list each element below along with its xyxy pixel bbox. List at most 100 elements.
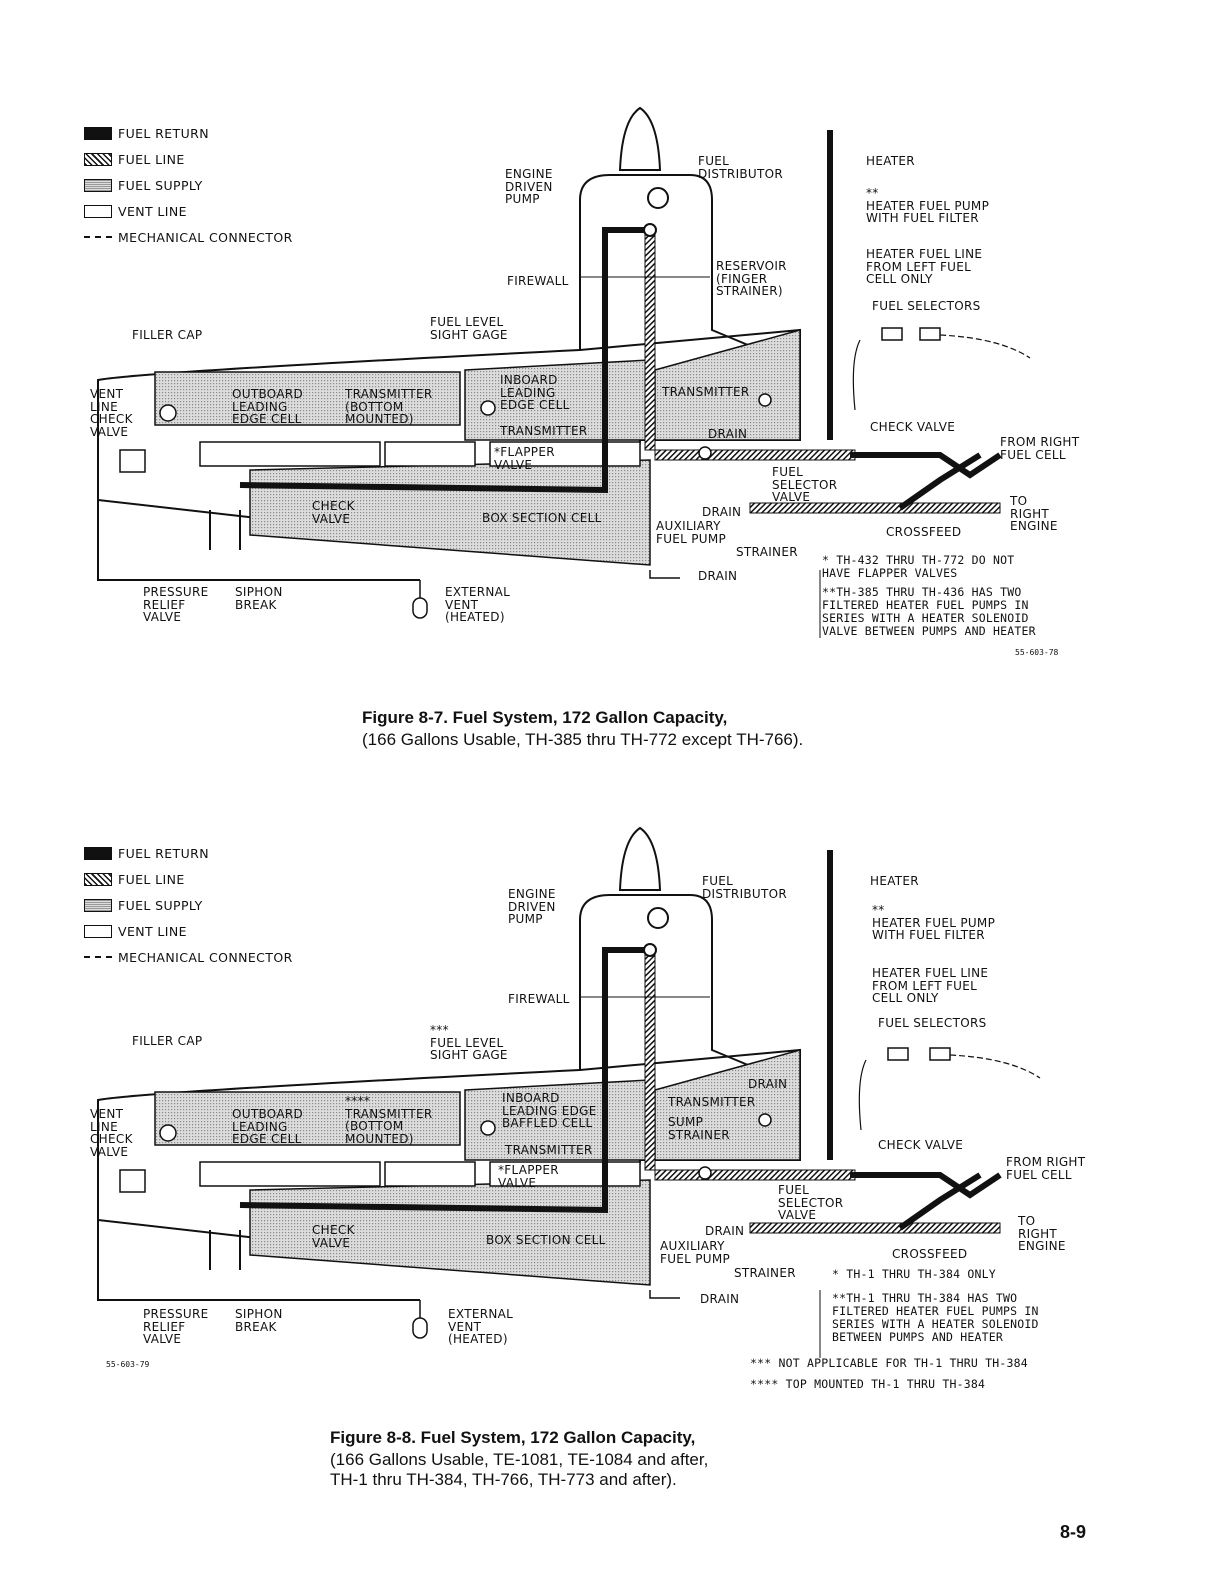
label-drain-bottom: DRAIN [700,1292,740,1306]
page-number: 8-9 [1060,1522,1087,1542]
note-sight-gage: *** NOT APPLICABLE FOR TH-1 THRU TH-384 [750,1356,1028,1370]
label-fuel-selectors: FUEL SELECTORS [872,299,981,313]
label-outboard-cell: OUTBOARD LEADING EDGE CELL [232,1107,304,1146]
label-filler-cap: FILLER CAP [132,328,203,342]
label-siphon-break: SIPHON BREAK [235,585,283,612]
label-transmitter-right: TRANSMITTER [662,385,750,399]
label-flapper-valve: *FLAPPER VALVE [494,445,555,472]
swatch-fuel-line [84,872,112,886]
figure-caption-title: Figure 8-7. Fuel System, 172 Gallon Capa… [362,708,728,727]
label-check-valve-box: CHECK VALVE [312,499,355,526]
label-check-valve-box: CHECK VALVE [312,1223,355,1250]
label-heater-fuel-line: HEATER FUEL LINE FROM LEFT FUEL CELL ONL… [872,966,989,1005]
swatch-fuel-return [84,126,112,140]
label-drain-right: DRAIN [708,427,748,441]
label-flapper-valve: *FLAPPER VALVE [498,1163,559,1190]
label-external-vent: EXTERNAL VENT (HEATED) [448,1307,514,1346]
swatch-vent-line [84,204,112,218]
label-drain-bottom: DRAIN [698,569,738,583]
label-heater: HEATER [866,154,915,168]
crossfeed-lines [850,1172,1002,1231]
legend-item: FUEL LINE [84,146,293,172]
label-inboard-cell: INBOARD LEADING EDGE BAFFLED CELL [502,1091,597,1130]
fuel-line-horizontal [654,449,856,461]
label-transmitter-right: TRANSMITTER [668,1095,756,1109]
label-filler-cap: FILLER CAP [132,1034,203,1048]
label-crossfeed: CROSSFEED [886,525,962,539]
label-crossfeed: CROSSFEED [892,1247,968,1261]
legend-item: FUEL RETURN [84,120,293,146]
fuel-return-line [239,947,650,1214]
swatch-fuel-line [84,152,112,166]
fuel-line-vertical [644,949,656,1171]
swatch-fuel-supply [84,178,112,192]
label-fuel-selectors: FUEL SELECTORS [878,1016,987,1030]
label-transmitter-bottom: **** TRANSMITTER (BOTTOM MOUNTED) [345,1094,433,1146]
figure-caption-subtitle: (166 Gallons Usable, TE-1081, TE-1084 an… [330,1450,709,1489]
propeller-spinner [618,826,662,891]
label-heater-fuel-line: HEATER FUEL LINE FROM LEFT FUEL CELL ONL… [866,247,983,286]
note-heater-pumps: **TH-1 THRU TH-384 HAS TWO FILTERED HEAT… [832,1291,1039,1344]
outboard-cell [154,371,461,426]
label-firewall: FIREWALL [507,274,569,288]
label-engine-driven-pump: ENGINE DRIVEN PUMP [508,887,556,926]
label-drain-mid: DRAIN [705,1224,745,1238]
swatch-mechanical-connector [84,236,112,238]
label-heater: HEATER [870,874,919,888]
note-heater-pumps: **TH-385 THRU TH-436 HAS TWO FILTERED HE… [822,585,1036,638]
label-box-section-cell: BOX SECTION CELL [482,511,602,525]
propeller-spinner [618,106,662,171]
ref-code: 55-603-79 [106,1360,150,1369]
label-heater-fuel-pump: ** HEATER FUEL PUMP WITH FUEL FILTER [866,186,990,225]
label-outboard-cell: OUTBOARD LEADING EDGE CELL [232,387,304,426]
label-auxiliary-fuel-pump: AUXILIARY FUEL PUMP [660,1239,731,1266]
fuel-system-diagram [97,106,1031,638]
label-strainer: STRAINER [736,545,798,559]
outboard-cell [154,1091,461,1146]
label-inboard-cell: INBOARD LEADING EDGE CELL [500,373,570,412]
label-fuel-level-sight-gage: FUEL LEVEL SIGHT GAGE [430,315,508,342]
label-pressure-relief-valve: PRESSURE RELIEF VALVE [143,585,209,624]
label-vent-line-check-valve: VENT LINE CHECK VALVE [90,387,133,439]
label-from-right-fuel-cell: FROM RIGHT FUEL CELL [1000,435,1080,462]
swatch-fuel-return [84,846,112,860]
legend: FUEL RETURN FUEL LINE FUEL SUPPLY VENT L… [84,840,293,970]
fuel-line-vertical [644,229,656,451]
label-transmitter-mid: TRANSMITTER [500,424,588,438]
legend-item: FUEL SUPPLY [84,172,293,198]
label-fuel-distributor: FUEL DISTRIBUTOR [698,154,784,181]
figure-caption-title: Figure 8-8. Fuel System, 172 Gallon Capa… [330,1428,696,1447]
note-flapper: * TH-1 THRU TH-384 ONLY [832,1267,996,1281]
note-transmitter: **** TOP MOUNTED TH-1 THRU TH-384 [750,1377,986,1391]
label-engine-driven-pump: ENGINE DRIVEN PUMP [505,167,553,206]
figure-caption-subtitle: (166 Gallons Usable, TH-385 thru TH-772 … [362,730,804,749]
label-drain-top: DRAIN [748,1077,788,1091]
label-transmitter-mid: TRANSMITTER [505,1143,593,1157]
label-to-right-engine: TO RIGHT ENGINE [1010,494,1058,533]
label-reservoir: RESERVOIR (FINGER STRAINER) [716,259,787,298]
crossfeed-lines [850,452,1002,511]
legend-item: MECHANICAL CONNECTOR [84,224,293,250]
label-pressure-relief-valve: PRESSURE RELIEF VALVE [143,1307,209,1346]
legend: FUEL RETURN FUEL LINE FUEL SUPPLY VENT L… [84,120,293,250]
label-strainer: STRAINER [734,1266,796,1280]
label-check-valve-top: CHECK VALVE [870,420,956,434]
swatch-fuel-supply [84,898,112,912]
ref-code: 55-603-78 [1015,648,1059,657]
figure-8-7: FUEL RETURN FUEL LINE FUEL SUPPLY VENT L… [0,80,1220,727]
label-fuel-selector-valve: FUEL SELECTOR VALVE [772,465,838,504]
swatch-mechanical-connector [84,956,112,958]
swatch-vent-line [84,924,112,938]
fuel-return-line [239,227,650,494]
label-firewall: FIREWALL [508,992,570,1006]
nacelle-outline [579,174,761,351]
label-transmitter-bottom: TRANSMITTER (BOTTOM MOUNTED) [345,387,433,426]
label-external-vent: EXTERNAL VENT (HEATED) [445,585,511,624]
fuel-line-horizontal [654,1169,856,1181]
legend-item: FUEL LINE [84,866,293,892]
label-fuel-level-sight-gage: *** FUEL LEVEL SIGHT GAGE [430,1023,508,1062]
label-auxiliary-fuel-pump: AUXILIARY FUEL PUMP [656,519,727,546]
legend-item: VENT LINE [84,918,293,944]
label-check-valve-top: CHECK VALVE [878,1138,964,1152]
label-siphon-break: SIPHON BREAK [235,1307,283,1334]
